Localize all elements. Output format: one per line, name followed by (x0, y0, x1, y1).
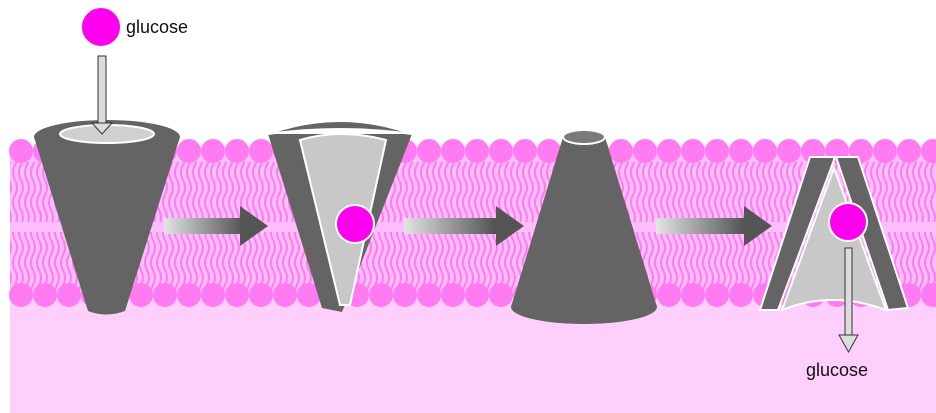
glucose-molecule-bound (336, 205, 374, 243)
lipid-head (57, 283, 81, 307)
lipid-head (393, 283, 417, 307)
lipid-head (897, 139, 921, 163)
lipid-head (465, 139, 489, 163)
lipid-head (489, 139, 513, 163)
lipid-head (417, 283, 441, 307)
lipid-head (657, 283, 681, 307)
lipid-head (417, 139, 441, 163)
lipid-head (465, 283, 489, 307)
lipid-head (513, 139, 537, 163)
lipid-head (729, 139, 753, 163)
lipid-head (201, 283, 225, 307)
lipid-head (249, 139, 273, 163)
lipid-head (9, 139, 33, 163)
lipid-head (9, 283, 33, 307)
lipid-head (657, 139, 681, 163)
lipid-head (489, 283, 513, 307)
glucose-label-top: glucose (126, 17, 188, 37)
lipid-head (681, 283, 705, 307)
lipid-head (273, 283, 297, 307)
glucose-label-bottom: glucose (806, 360, 868, 380)
lipid-head (249, 283, 273, 307)
glucose-molecule-outside (81, 7, 121, 47)
lipid-head (201, 139, 225, 163)
lipid-head (177, 283, 201, 307)
lipid-head (681, 139, 705, 163)
lipid-head (705, 139, 729, 163)
lipid-head (609, 139, 633, 163)
lipid-head (753, 139, 777, 163)
lipid-head (633, 139, 657, 163)
lipid-head (225, 283, 249, 307)
glucose-molecule-released (829, 203, 867, 241)
lipid-head (369, 283, 393, 307)
lipid-head (873, 139, 897, 163)
cytoplasm-region (10, 295, 936, 413)
lipid-head (729, 283, 753, 307)
lipid-head (441, 283, 465, 307)
lipid-head (441, 139, 465, 163)
lipid-head (225, 139, 249, 163)
lipid-head (33, 283, 57, 307)
lipid-head (153, 283, 177, 307)
lipid-head (705, 283, 729, 307)
lipid-head (177, 139, 201, 163)
lipid-head (777, 139, 801, 163)
